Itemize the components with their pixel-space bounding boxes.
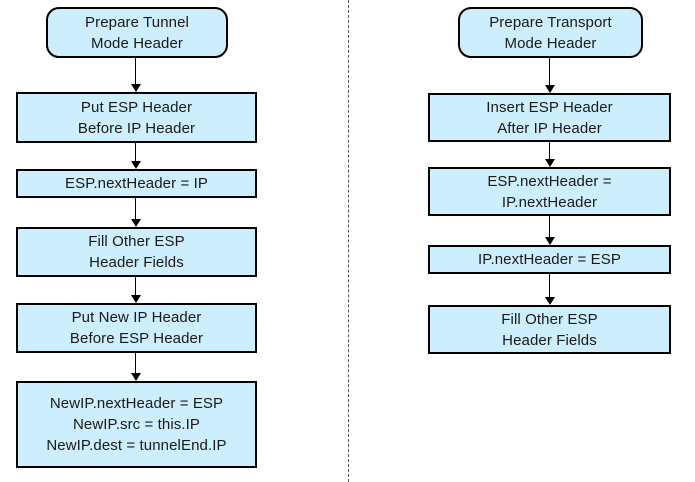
arrow-stem	[135, 353, 136, 374]
arrow-stem	[135, 198, 136, 220]
flow-node-transport-ip-nextheader[interactable]: IP.nextHeader = ESP	[428, 245, 671, 274]
flow-node-tunnel-fill-other[interactable]: Fill Other ESP Header Fields	[16, 227, 257, 277]
node-text-line: Insert ESP Header	[486, 98, 613, 116]
flow-node-tunnel-esp-nextheader[interactable]: ESP.nextHeader = IP	[16, 169, 257, 198]
node-text-line: NewIP.nextHeader = ESP	[49, 395, 224, 412]
node-text-line: Put ESP Header	[80, 98, 193, 116]
arrowhead-icon	[131, 219, 141, 227]
arrow-stem	[135, 277, 136, 296]
flow-node-transport-esp-nextheader[interactable]: ESP.nextHeader = IP.nextHeader	[428, 167, 671, 216]
arrowhead-icon	[131, 373, 141, 381]
arrowhead-icon	[545, 85, 555, 93]
node-text-line: NewIP.dest = tunnelEnd.IP	[46, 437, 227, 454]
flow-arrow	[540, 274, 560, 305]
node-text-line: Prepare Transport	[489, 13, 612, 31]
arrowhead-icon	[131, 295, 141, 303]
arrowhead-icon	[545, 297, 555, 305]
node-text-line: ESP.nextHeader =	[487, 172, 612, 190]
flow-arrow	[126, 198, 146, 227]
flow-arrow	[126, 143, 146, 169]
column-divider	[348, 0, 349, 482]
node-text-line: Prepare Tunnel	[85, 13, 189, 31]
arrow-stem	[135, 143, 136, 162]
flow-node-tunnel-newip-fields[interactable]: NewIP.nextHeader = ESP NewIP.src = this.I…	[16, 381, 257, 468]
node-text-line: Mode Header	[504, 34, 597, 52]
flow-arrow	[540, 58, 560, 93]
node-text-line: Before ESP Header	[69, 330, 204, 347]
node-text-line: Mode Header	[91, 34, 183, 52]
arrowhead-icon	[131, 84, 141, 92]
flow-node-transport-fill-other[interactable]: Fill Other ESP Header Fields	[428, 305, 671, 354]
arrowhead-icon	[131, 161, 141, 169]
node-text-line: Fill Other ESP	[88, 233, 185, 250]
arrowhead-icon	[545, 159, 555, 167]
flow-arrow	[540, 216, 560, 245]
node-text-line: Fill Other ESP	[501, 310, 598, 328]
arrow-stem	[549, 216, 550, 238]
node-text-line: Before IP Header	[77, 119, 196, 137]
arrow-stem	[135, 58, 136, 85]
node-text-line: IP.nextHeader = ESP	[478, 251, 621, 268]
node-text-line: Put New IP Header	[71, 309, 202, 326]
flow-arrow	[126, 353, 146, 381]
arrow-stem	[549, 58, 550, 86]
node-text-line: ESP.nextHeader = IP	[65, 175, 208, 192]
node-text-line: After IP Header	[497, 119, 602, 137]
flow-arrow	[126, 277, 146, 303]
arrow-stem	[549, 274, 550, 298]
flow-arrow	[540, 142, 560, 167]
node-text-line: Header Fields	[502, 331, 597, 349]
node-text-line: IP.nextHeader	[501, 193, 598, 211]
flow-arrow	[126, 58, 146, 92]
arrow-stem	[549, 142, 550, 160]
arrowhead-icon	[545, 237, 555, 245]
node-text-line: NewIP.src = this.IP	[72, 416, 201, 433]
node-text-line: Header Fields	[89, 254, 184, 271]
